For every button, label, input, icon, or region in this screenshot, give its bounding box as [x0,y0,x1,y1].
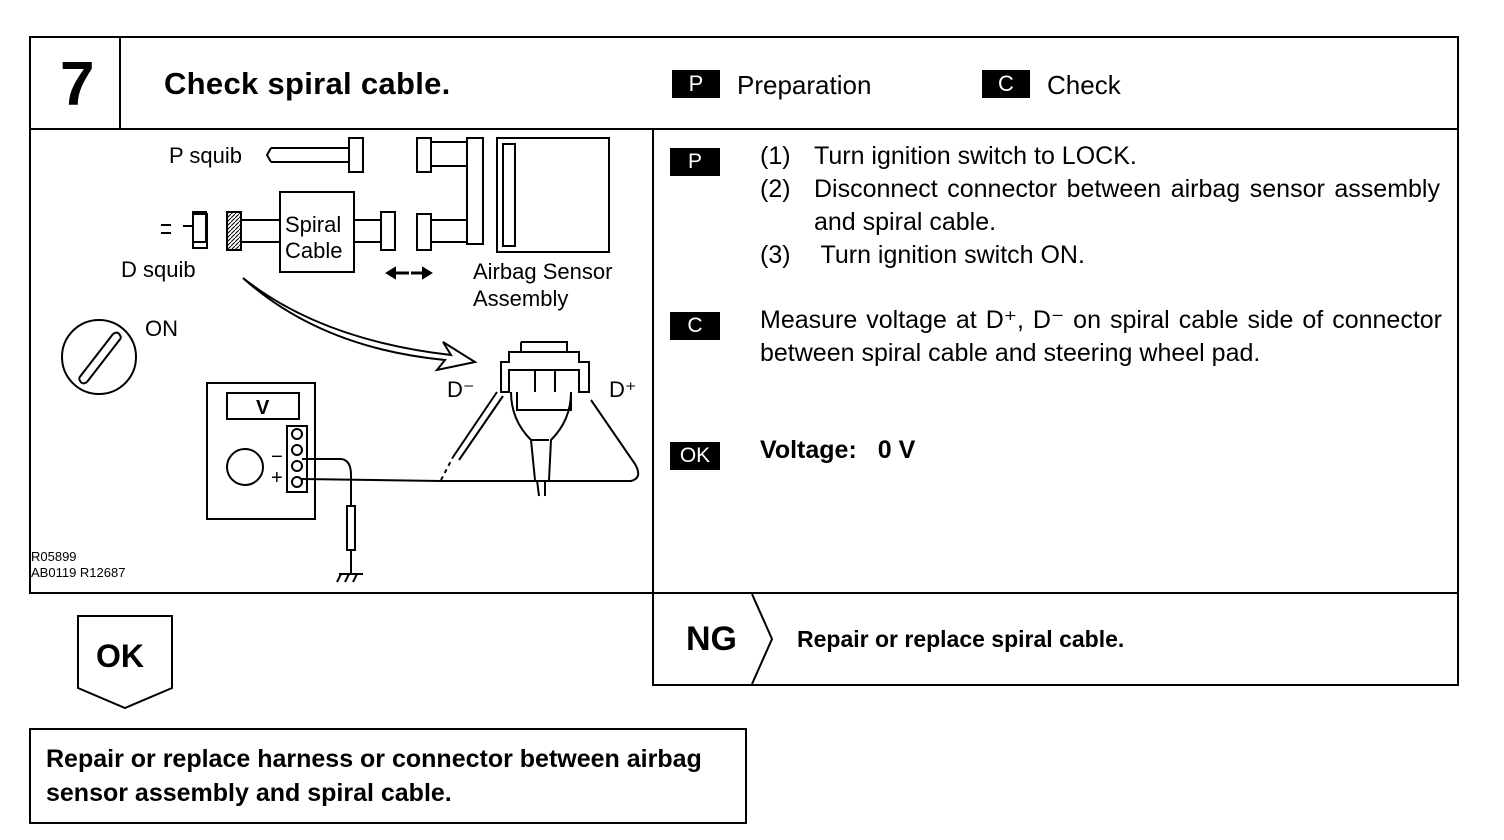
step-1-text: Turn ignition switch to LOCK. [814,142,1137,170]
d-squib-plug [183,211,207,243]
step-3-text: Turn ignition switch ON. [814,241,1085,269]
preparation-step-3: (3) Turn ignition switch ON. [760,239,1450,272]
ok-spec: Voltage: 0 V [760,434,915,467]
meter-display-label: V [256,397,270,419]
ref-code-2: AB0119 R12687 [31,565,125,580]
spiral-cable-label-1: Spiral [285,212,341,237]
meter-plus-label: + [271,467,283,489]
ignition-switch [61,319,137,395]
ng-result-box [652,592,1459,686]
step-2-num: (2) [760,175,791,203]
ok-result-tag [77,615,173,710]
ignition-on-label: ON [145,316,178,341]
preparation-step-1: (1) Turn ignition switch to LOCK. [760,140,1450,173]
d-minus-label: D⁻ [447,377,475,402]
ref-code-1: R05899 [31,549,77,564]
ok-action: Repair or replace harness or connector b… [46,745,702,807]
p-squib-plug [265,147,349,163]
voltmeter [206,382,316,520]
ok-spec-label: Voltage: [760,436,857,464]
legend-preparation-badge: P [672,70,720,98]
d-squib-label: D squib [121,257,196,282]
p-squib-label: P squib [169,143,242,168]
spiral-cable-label-2: Cable [285,238,342,263]
step-1-num: (1) [760,142,791,170]
step-3-num: (3) [760,241,791,269]
step-title: Check spiral cable. [164,66,451,101]
preparation-badge: P [670,148,720,176]
check-badge: C [670,312,720,340]
legend-preparation-label: Preparation [737,70,872,100]
check-text: Measure voltage at D⁺, D⁻ on spiral cabl… [760,306,1442,367]
step-2-text: Disconnect connector between airbag sens… [814,175,1440,236]
airbag-sensor-label-1: Airbag Sensor [473,259,612,284]
d-squib-socket [192,213,208,249]
ng-action: Repair or replace spiral cable. [797,626,1125,652]
d-plus-label: D⁺ [609,377,637,402]
airbag-sensor-box [496,137,610,253]
step-number: 7 [60,50,95,119]
p-squib-socket [348,137,364,173]
wiring-diagram: P squib D squib Spiral Cable Airbag Sens… [31,137,640,583]
spiral-cable-box [279,191,355,273]
ok-spec-value: 0 V [877,436,916,464]
body-divider [652,128,654,594]
ok-action-box [29,728,747,824]
meter-minus-label: − [271,446,283,468]
step-number-divider [119,36,121,130]
ok-spec-badge: OK [670,442,720,470]
preparation-step-2: (2) Disconnect connector between airbag s… [760,173,1450,239]
legend-check-label: Check [1047,70,1121,100]
ok-label: OK [96,638,144,674]
airbag-sensor-label-2: Assembly [473,286,568,311]
steering-pad-connector [500,351,590,393]
ng-chevron [751,594,774,684]
ng-label: NG [686,620,737,658]
legend-check-badge: C [982,70,1030,98]
